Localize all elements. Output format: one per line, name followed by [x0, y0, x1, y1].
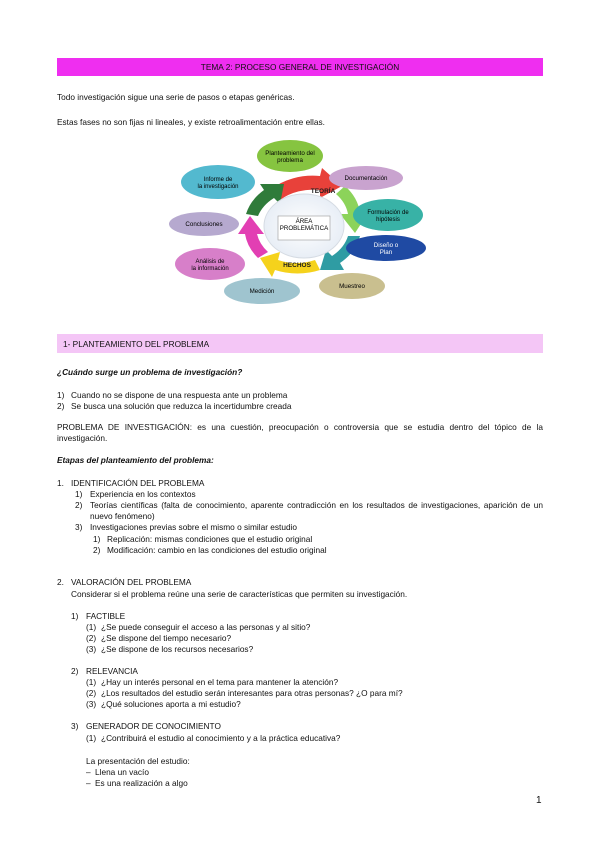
section-1-title: 1- PLANTEAMIENTO DEL PROBLEMA — [63, 338, 210, 349]
title-banner: TEMA 2: PROCESO GENERAL DE INVESTIGACIÓN — [57, 58, 543, 76]
stage-1-subitem-2-num: 2) — [93, 545, 101, 555]
criterion-2-q3: ¿Qué soluciones aporta a mi estudio? — [101, 699, 241, 709]
criterion-2-q1-num: (1) — [86, 677, 97, 687]
answer-1: Cuando no se dispone de una respuesta an… — [71, 390, 288, 400]
criterion-2-q2-num: (2) — [86, 688, 97, 698]
intro-line-1: Todo investigación sigue una serie de pa… — [57, 92, 295, 102]
presentation-dash-2: – — [86, 778, 91, 788]
stages-title: Etapas del planteamiento del problema: — [57, 455, 214, 465]
criterion-2-q3-num: (3) — [86, 699, 97, 709]
stage-1-item-1-num: 1) — [75, 489, 83, 499]
stage-2-desc: Considerar si el problema reúne una seri… — [71, 589, 408, 599]
stage-1-subitem-1: Replicación: mismas condiciones que el e… — [107, 534, 313, 544]
cycle-arrow-yellow — [260, 252, 320, 277]
stage-1-item-3-num: 3) — [75, 522, 83, 532]
answer-2-num: 2) — [57, 401, 65, 411]
node-conclusiones: Conclusiones — [169, 212, 239, 236]
node-muestreo: Muestreo — [319, 273, 385, 299]
criterion-1-q3: ¿Se dispone de los recursos necesarios? — [101, 644, 254, 654]
node-medicion-label: Medición — [250, 288, 275, 295]
presentation-dash-1: – — [86, 767, 91, 777]
node-documentacion-label: Documentación — [345, 175, 389, 182]
criterion-2-num: 2) — [71, 666, 79, 676]
node-conclusiones-label: Conclusiones — [185, 221, 222, 228]
criterion-2-q2: ¿Los resultados del estudio serán intere… — [101, 688, 403, 698]
presentation-item-1: Llena un vacío — [95, 767, 149, 777]
answer-1-num: 1) — [57, 390, 65, 400]
stage-1-title: IDENTIFICACIÓN DEL PROBLEMA — [71, 478, 205, 488]
criterion-2-title: RELEVANCIA — [86, 666, 138, 676]
stage-1-number: 1. — [57, 478, 64, 488]
criterion-1-q3-num: (3) — [86, 644, 97, 654]
intro-line-2: Estas fases no son fijas ni lineales, y … — [57, 117, 325, 127]
node-medicion: Medición — [224, 278, 300, 304]
criterion-2-q1: ¿Hay un interés personal en el tema para… — [101, 677, 339, 687]
criterion-3-q1-num: (1) — [86, 733, 97, 743]
stage-1-item-3: Investigaciones previas sobre el mismo o… — [90, 522, 298, 532]
question: ¿Cuándo surge un problema de investigaci… — [57, 367, 243, 377]
stage-1-subitem-2: Modificación: cambio en las condiciones … — [107, 545, 327, 555]
stage-1-item-2-num: 2) — [75, 500, 83, 510]
cycle-arrow-red — [270, 168, 342, 200]
cycle-arrow-pink — [238, 216, 268, 258]
page-title: TEMA 2: PROCESO GENERAL DE INVESTIGACIÓN — [200, 62, 400, 72]
criterion-1-q2: ¿Se dispone del tiempo necesario? — [101, 633, 232, 643]
criterion-3-title: GENERADOR DE CONOCIMIENTO — [86, 721, 221, 731]
stage-1-item-2: Teorías científicas (falta de conocimien… — [90, 500, 543, 521]
presentation-title: La presentación del estudio: — [86, 756, 190, 766]
node-muestreo-label: Muestreo — [339, 283, 365, 290]
criterion-1-num: 1) — [71, 611, 79, 621]
presentation-item-2: Es una realización a algo — [95, 778, 188, 788]
ring-top-label: TEORÍA — [311, 186, 336, 195]
criterion-1-q1-num: (1) — [86, 622, 97, 632]
page-number: 1 — [536, 795, 542, 806]
stage-1-item-1: Experiencia en los contextos — [90, 489, 196, 499]
answer-2: Se busca una solución que reduzca la inc… — [71, 401, 292, 411]
stage-2-title: VALORACIÓN DEL PROBLEMA — [71, 577, 192, 587]
criterion-3-num: 3) — [71, 721, 79, 731]
criterion-3-q1: ¿Contribuirá el estudio al conocimiento … — [101, 733, 341, 743]
criterion-1-title: FACTIBLE — [86, 611, 126, 621]
ring-bottom-label: HECHOS — [283, 262, 311, 269]
node-documentacion: Documentación — [329, 166, 403, 190]
center-box — [277, 215, 331, 241]
criterion-1-q2-num: (2) — [86, 633, 97, 643]
criterion-1-q1: ¿Se puede conseguir el acceso a las pers… — [101, 622, 311, 632]
stage-1-subitem-1-num: 1) — [93, 534, 101, 544]
cycle-arrow-darkgreen — [246, 184, 284, 216]
stage-2-number: 2. — [57, 577, 64, 587]
definition: PROBLEMA DE INVESTIGACIÓN: es una cuesti… — [57, 422, 543, 443]
section-1-banner: 1- PLANTEAMIENTO DEL PROBLEMA — [57, 334, 543, 353]
